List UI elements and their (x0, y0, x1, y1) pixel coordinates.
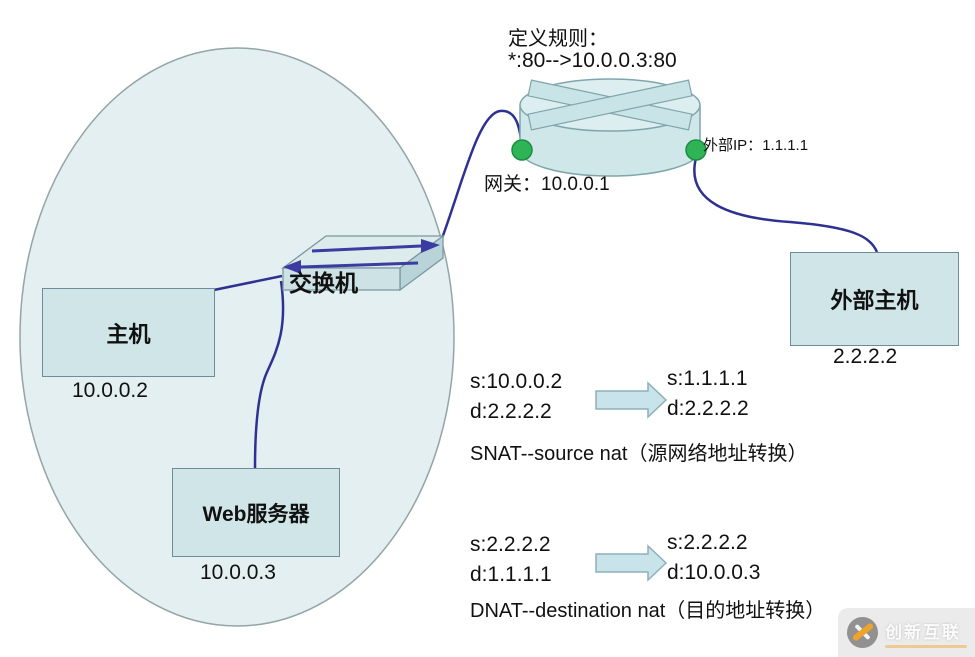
host-ip: 10.0.0.2 (72, 379, 148, 402)
webserver-box: Web服务器 (172, 468, 340, 557)
switch-flow-arrows-icon (283, 239, 440, 274)
dnat-caption: DNAT--destination nat（目的地址转换） (470, 600, 826, 622)
host-box: 主机 (42, 288, 215, 377)
dnat-after-src: s:2.2.2.2 (667, 531, 748, 554)
dnat-before: s:2.2.2.2 d:1.1.1.1 (470, 530, 552, 590)
external-ip-prefix: 外部IP： (703, 137, 763, 154)
link-host-switch (208, 274, 283, 293)
link-router-externalhost (693, 157, 879, 253)
router-icon (519, 78, 701, 177)
external-ip: 1.1.1.1 (762, 137, 809, 154)
snat-before-src: s:10.0.0.2 (470, 370, 563, 393)
host-label: 主机 (106, 321, 151, 347)
gateway-label: 网关：10.0.0.1 (484, 169, 610, 196)
snat-caption: SNAT--source nat（源网络地址转换） (470, 443, 808, 465)
port-gateway-icon (511, 139, 533, 161)
externalhost-ip: 2.2.2.2 (833, 345, 898, 368)
dnat-after-dst: d:10.0.0.3 (667, 561, 761, 584)
snat-after: s:1.1.1.1 d:2.2.2.2 (667, 364, 749, 424)
snat-before-dst: d:2.2.2.2 (470, 400, 552, 423)
webserver-ip: 10.0.0.3 (200, 561, 276, 584)
snat-after-dst: d:2.2.2.2 (667, 397, 749, 420)
port-external-icon (685, 139, 707, 161)
switch-label: 交换机 (289, 270, 358, 296)
gateway-ip: 10.0.0.1 (541, 174, 610, 195)
snat-after-src: s:1.1.1.1 (667, 367, 748, 390)
external-ip-label: 外部IP：1.1.1.1 (703, 134, 808, 155)
externalhost-box: 外部主机 (790, 252, 959, 346)
rule-text: *:80-->10.0.0.3:80 (508, 49, 677, 72)
watermark-subtitle (885, 644, 967, 648)
snat-before: s:10.0.0.2 d:2.2.2.2 (470, 367, 562, 427)
link-switch-router (439, 109, 524, 242)
lan-ellipse (19, 47, 455, 627)
dnat-before-dst: d:1.1.1.1 (470, 563, 552, 586)
webserver-label: Web服务器 (202, 502, 310, 526)
watermark-brand: 创新互联 (885, 622, 961, 642)
dnat-after: s:2.2.2.2 d:10.0.0.3 (667, 528, 760, 588)
dnat-arrow-icon (595, 544, 668, 582)
switch-icon (281, 234, 445, 292)
gateway-label-prefix: 网关： (484, 174, 542, 195)
link-switch-webserver (253, 280, 285, 469)
watermark-logo-icon (847, 617, 878, 648)
rule-title: 定义规则： (508, 28, 608, 50)
dnat-before-src: s:2.2.2.2 (470, 533, 551, 556)
externalhost-label: 外部主机 (830, 288, 919, 313)
snat-arrow-icon (595, 381, 668, 419)
watermark: 创新互联 (838, 608, 975, 657)
